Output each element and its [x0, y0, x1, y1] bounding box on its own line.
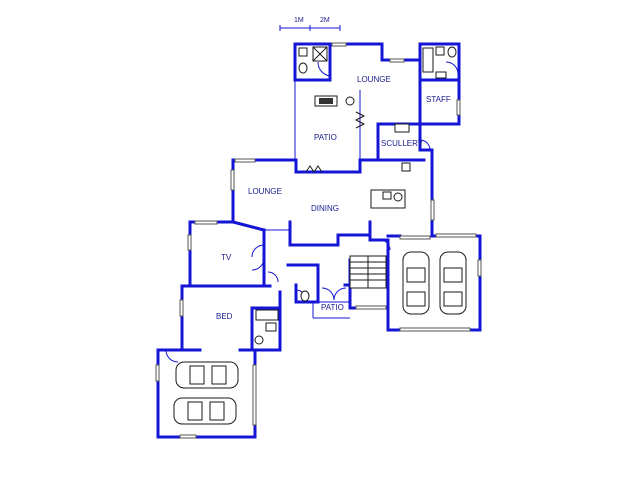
- room-label-bed: BED: [216, 312, 233, 321]
- guest-toilet-icon: [300, 290, 310, 302]
- staff-shelf-icon: [435, 71, 447, 79]
- interior-partitions: [264, 80, 389, 330]
- room-label-lounge: LOUNGE: [248, 187, 282, 196]
- scale-label-2m: 2M: [320, 17, 330, 24]
- zigzag-screens: [305, 111, 366, 173]
- scale-bar: 1M 2M: [279, 17, 341, 31]
- room-label-patio-lower: PATIO: [321, 303, 344, 312]
- staff-bath-icon: [422, 47, 434, 73]
- room-label-tv: TV: [221, 253, 232, 262]
- room-label-scullery: SCULLERY: [381, 139, 424, 148]
- room-labels: LOUNGE STAFF PATIO SCULLERY LOUNGE DININ…: [216, 75, 451, 321]
- room-label-lounge-top: LOUNGE: [357, 75, 391, 84]
- car-icon-3: [175, 361, 239, 389]
- room-label-patio-upper: PATIO: [314, 133, 337, 142]
- appliance-icon: [401, 162, 411, 172]
- staff-toilet-icon: [447, 46, 457, 58]
- car-icon-2: [439, 251, 467, 315]
- car-icon-4: [173, 397, 237, 425]
- toilet-icon: [298, 62, 308, 74]
- windows: [155, 42, 482, 439]
- staircase-icon: [349, 255, 387, 289]
- bed-toilet-icon: [254, 335, 264, 345]
- basin-icon: [298, 47, 308, 57]
- fixture-circle-icon: [345, 96, 355, 106]
- room-label-staff: STAFF: [426, 95, 451, 104]
- car-icon-1: [402, 251, 430, 315]
- sink-icon: [394, 123, 410, 133]
- scale-label-1m: 1M: [294, 17, 304, 24]
- fixtures: [254, 46, 457, 345]
- bed-basin-icon: [265, 322, 277, 332]
- bed-bath-icon: [255, 309, 279, 321]
- staff-basin-icon: [435, 46, 445, 56]
- room-label-dining: DINING: [311, 204, 339, 213]
